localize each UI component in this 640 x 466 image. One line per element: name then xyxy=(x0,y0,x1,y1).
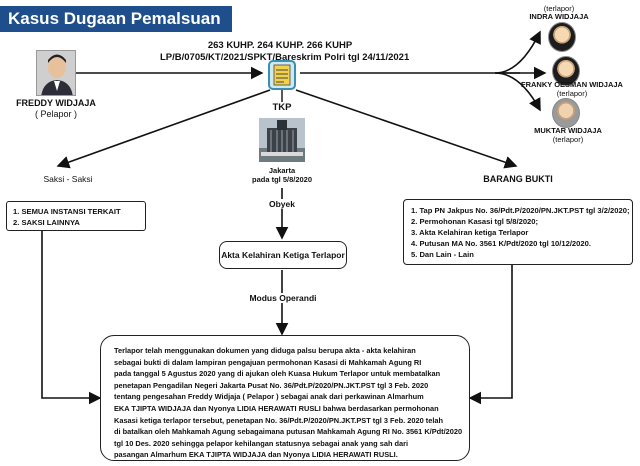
story-line: di batalkan oleh Mahkamah Agung sebagaim… xyxy=(114,427,463,437)
tkp-place: Jakarta xyxy=(268,166,296,175)
witnesses-list: 1. SEMUA INSTANSI TERKAIT 2. SAKSI LAINN… xyxy=(13,206,139,228)
object-box-text: Akta Kelahiran Ketiga Terlapor xyxy=(221,250,345,260)
case-report-number: LP/B/0705/KT/2021/SPKT/Bareskrim Polri t… xyxy=(160,52,410,63)
document-icon xyxy=(268,60,296,90)
story-line: Terlapor telah menggunakan dokumen yang … xyxy=(114,346,416,355)
story-line: EKA TJIPTA WIDJAJA dan Nyonya LIDIA HERA… xyxy=(114,403,439,413)
evidence-label: BARANG BUKTI xyxy=(476,174,560,184)
list-item: 1. SEMUA INSTANSI TERKAIT xyxy=(13,207,121,216)
list-item: 2. Permohonan Kasasi tgl 5/8/2020; xyxy=(411,217,539,226)
object-label: Obyek xyxy=(252,199,312,209)
story-line: tentang pengesahan Freddy Widjaja ( Pela… xyxy=(114,392,424,402)
story-line: pasangan Almarhum EKA TJIPTA WIDJAJA dan… xyxy=(114,450,398,460)
reporter-role: ( Pelapor ) xyxy=(34,109,78,119)
reported-2-photo xyxy=(552,56,580,86)
reported-3-role: (terlapor) xyxy=(552,135,584,144)
tkp-label: TKP xyxy=(272,102,292,113)
reported-2-role: (terlapor) xyxy=(556,89,588,98)
object-box: Akta Kelahiran Ketiga Terlapor xyxy=(219,241,347,269)
reporter-name: FREDDY WIDJAJA xyxy=(16,98,96,108)
page-title: Kasus Dugaan Pemalsuan xyxy=(0,6,232,32)
list-item: 3. Akta Kelahiran ketiga Terlapor xyxy=(411,228,529,237)
witnesses-label: Saksi - Saksi xyxy=(43,174,93,184)
story-line: Kasasi ketiga terlapor tersebut, penetap… xyxy=(114,415,443,425)
reported-1-name: INDRA WIDJAJA xyxy=(529,12,589,21)
modus-operandi-box: Terlapor telah menggunakan dokumen yang … xyxy=(100,335,470,461)
reported-3-name: MUKTAR WIDJAJA xyxy=(534,126,602,135)
story-line: penetapan Pengadilan Negeri Jakarta Pusa… xyxy=(114,380,429,390)
witnesses-box: 1. SEMUA INSTANSI TERKAIT 2. SAKSI LAINN… xyxy=(6,201,146,231)
modus-label: Modus Operandi xyxy=(238,293,328,303)
building-icon xyxy=(259,118,305,162)
tkp-date: pada tgl 5/8/2020 xyxy=(251,175,313,184)
arrow-to-witnesses xyxy=(56,89,271,169)
evidence-list: 1. Tap PN Jakpus No. 36/Pdt.P/2020/PN.JK… xyxy=(411,205,630,260)
reporter-photo xyxy=(36,50,76,96)
reported-1-photo xyxy=(548,22,576,52)
evidence-box: 1. Tap PN Jakpus No. 36/Pdt.P/2020/PN.JK… xyxy=(403,199,633,265)
list-item: 2. SAKSI LAINNYA xyxy=(13,218,80,227)
list-item: 1. Tap PN Jakpus No. 36/Pdt.P/2020/PN.JK… xyxy=(411,206,630,215)
list-item: 4. Putusan MA No. 3561 K/Pdt/2020 tgl 10… xyxy=(411,239,591,248)
case-articles: 263 KUHP. 264 KUHP. 266 KUHP xyxy=(207,40,353,51)
reported-3-photo xyxy=(552,98,580,128)
reported-2-name: FRANKY OESMAN WIDJAJA xyxy=(521,80,623,89)
story-line: sebagai bukti di dalam lampiran pengajua… xyxy=(114,357,422,367)
list-item: 5. Dan Lain - Lain xyxy=(411,250,474,259)
story-line: tgl 10 Des. 2020 sehingga pelapor kehila… xyxy=(114,438,409,448)
reported-1-role: (terlapor) xyxy=(543,4,575,13)
story-line: pada tanggal 5 Agustus 2020 yang di ajuk… xyxy=(114,369,441,379)
arrow-to-evidence xyxy=(295,89,518,169)
